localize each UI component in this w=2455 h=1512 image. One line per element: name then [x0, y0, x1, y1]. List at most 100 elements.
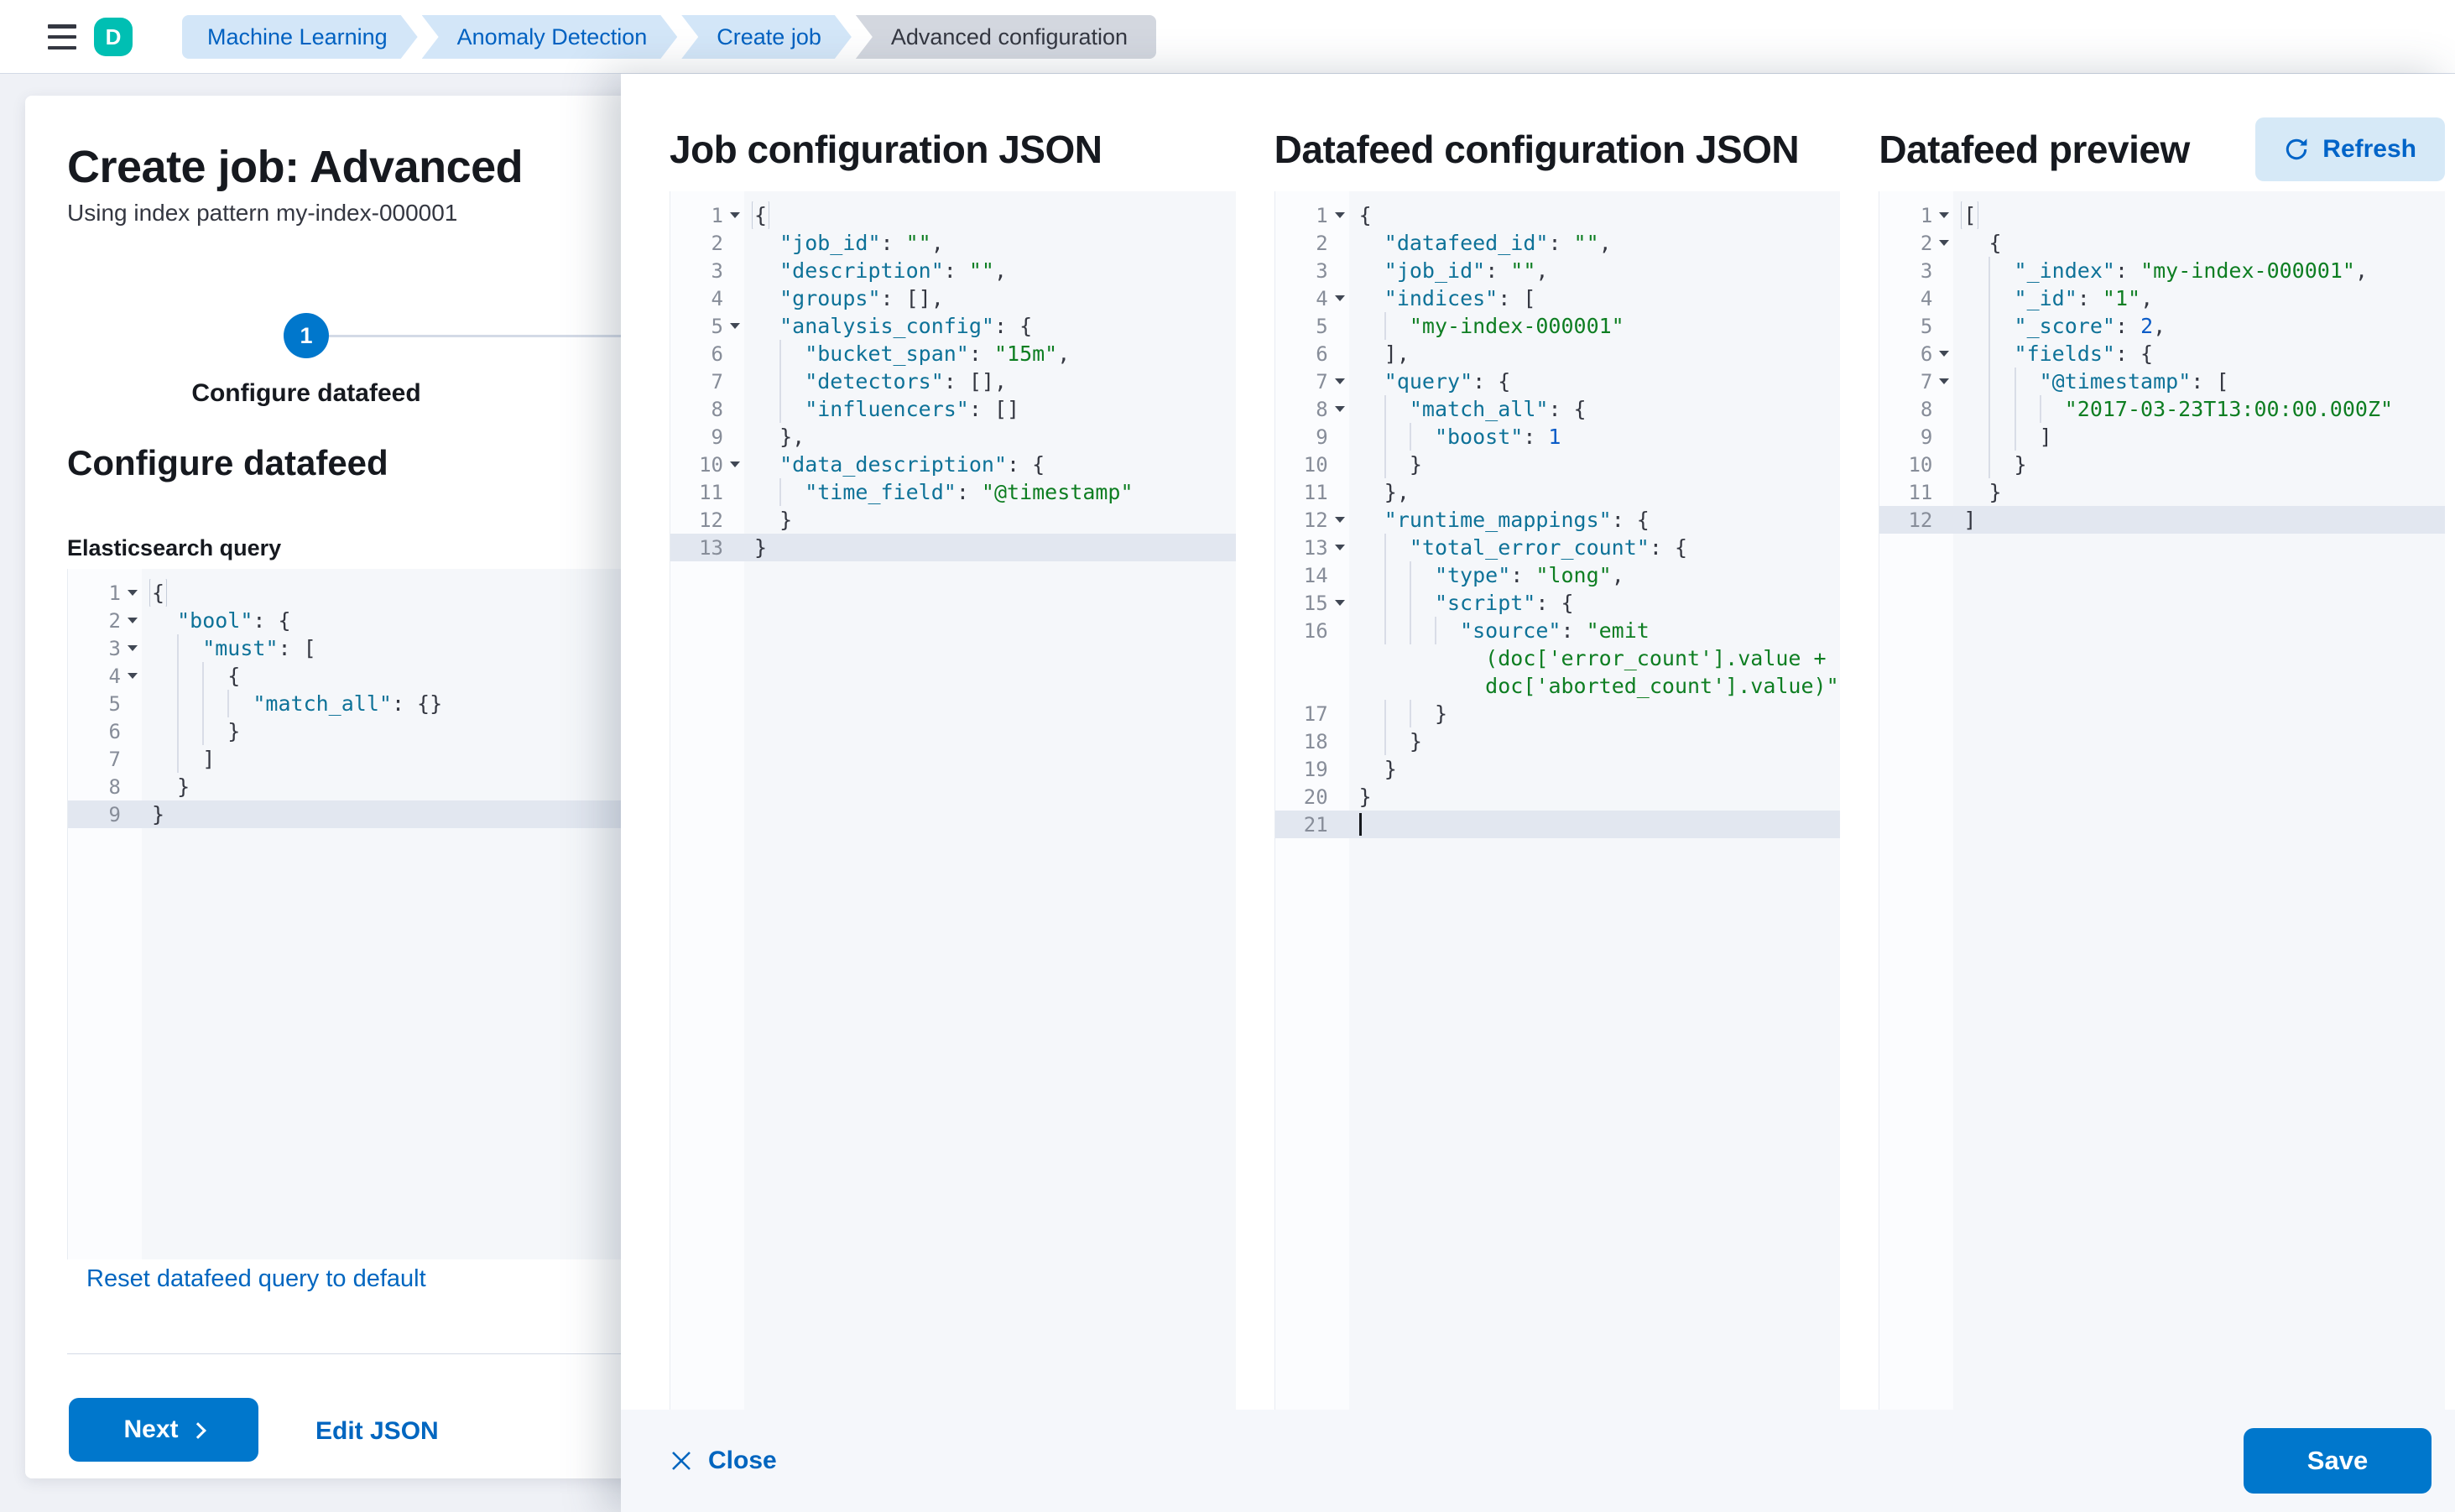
code-line[interactable]: 20}: [1275, 783, 1841, 811]
reset-datafeed-query-link[interactable]: Reset datafeed query to default: [86, 1265, 426, 1292]
fold-toggle-icon[interactable]: [1331, 589, 1349, 617]
code-line[interactable]: 8"2017-03-23T13:00:00.000Z": [1879, 395, 2446, 423]
code-line[interactable]: 9}: [68, 800, 646, 828]
breadcrumb-item[interactable]: Machine Learning: [182, 15, 418, 59]
code-line[interactable]: 7"detectors": [],: [670, 368, 1236, 395]
code-line[interactable]: 5"my-index-000001": [1275, 312, 1841, 340]
fold-toggle-icon[interactable]: [726, 201, 744, 229]
code-line[interactable]: 17}: [1275, 700, 1841, 727]
code-line[interactable]: 9"boost": 1: [1275, 423, 1841, 451]
breadcrumb-item[interactable]: Create job: [681, 15, 852, 59]
edit-json-link[interactable]: Edit JSON: [315, 1417, 439, 1445]
code-line[interactable]: 6],: [1275, 340, 1841, 368]
code-line[interactable]: 6"bucket_span": "15m",: [670, 340, 1236, 368]
code-line[interactable]: 4"indices": [: [1275, 284, 1841, 312]
fold-toggle-icon[interactable]: [1331, 506, 1349, 534]
code-line[interactable]: 7"@timestamp": [: [1879, 368, 2446, 395]
elasticsearch-query-editor[interactable]: 1{2"bool": {3"must": [4{5"match_all": {}…: [67, 569, 646, 1259]
fold-toggle-icon[interactable]: [123, 662, 142, 690]
code-line[interactable]: 6"fields": {: [1879, 340, 2446, 368]
line-number: 14: [1303, 563, 1328, 587]
code-line[interactable]: 2"datafeed_id": "",: [1275, 229, 1841, 257]
close-button[interactable]: Close: [670, 1447, 777, 1475]
code-line[interactable]: doc['aborted_count'].value)": [1275, 672, 1841, 700]
code-line[interactable]: 8}: [68, 773, 646, 800]
code-line[interactable]: (doc['error_count'].value +: [1275, 644, 1841, 672]
fold-toggle-icon[interactable]: [726, 451, 744, 478]
code-line[interactable]: 1[: [1879, 201, 2446, 229]
fold-toggle-icon[interactable]: [123, 579, 142, 607]
datafeed-config-json-editor[interactable]: 1{2"datafeed_id": "",3"job_id": "",4"ind…: [1274, 191, 1841, 1410]
code-line[interactable]: 11"time_field": "@timestamp": [670, 478, 1236, 506]
line-number: 1: [1316, 203, 1328, 227]
fold-toggle-icon[interactable]: [123, 607, 142, 634]
code-line[interactable]: 12]: [1879, 506, 2446, 534]
code-line[interactable]: 18}: [1275, 727, 1841, 755]
code-line[interactable]: 11},: [1275, 478, 1841, 506]
fold-toggle-icon[interactable]: [1331, 395, 1349, 423]
code-line[interactable]: 3"_index": "my-index-000001",: [1879, 257, 2446, 284]
code-line[interactable]: 9},: [670, 423, 1236, 451]
fold-toggle-icon[interactable]: [1331, 368, 1349, 395]
code-line[interactable]: 1{: [1275, 201, 1841, 229]
code-line[interactable]: 8"influencers": []: [670, 395, 1236, 423]
datafeed-preview-editor[interactable]: 1[2{3"_index": "my-index-000001",4"_id":…: [1879, 191, 2446, 1410]
code-line[interactable]: 21: [1274, 811, 1841, 838]
refresh-icon: [2286, 138, 2307, 160]
code-line[interactable]: 2{: [1879, 229, 2446, 257]
code-line[interactable]: 10}: [1275, 451, 1841, 478]
fold-toggle-icon[interactable]: [1331, 201, 1349, 229]
line-number: 9: [1920, 425, 1933, 449]
line-number: 8: [1920, 397, 1933, 421]
code-line[interactable]: 3"job_id": "",: [1275, 257, 1841, 284]
code-line[interactable]: 5"match_all": {}: [68, 690, 646, 717]
fold-toggle-icon[interactable]: [726, 312, 744, 340]
menu-icon[interactable]: [48, 24, 76, 50]
breadcrumb-item[interactable]: Anomaly Detection: [422, 15, 678, 59]
step-indicator[interactable]: 1: [284, 313, 329, 358]
code-line[interactable]: 7"query": {: [1275, 368, 1841, 395]
code-line[interactable]: 4{: [68, 662, 646, 690]
code-line[interactable]: 14"type": "long",: [1275, 561, 1841, 589]
code-line[interactable]: 13}: [670, 534, 1236, 561]
code-line[interactable]: 3"must": [: [68, 634, 646, 662]
code-line[interactable]: 4"groups": [],: [670, 284, 1236, 312]
code-line[interactable]: 13"total_error_count": {: [1275, 534, 1841, 561]
code-line[interactable]: 8"match_all": {: [1275, 395, 1841, 423]
code-line[interactable]: 9]: [1879, 423, 2446, 451]
datafeed-config-panel: Datafeed configuration JSON 1{2"datafeed…: [1274, 117, 1841, 1410]
refresh-button[interactable]: Refresh: [2255, 117, 2446, 181]
fold-toggle-icon[interactable]: [1935, 229, 1953, 257]
line-number: 11: [699, 480, 723, 504]
code-line[interactable]: 2"bool": {: [68, 607, 646, 634]
code-line[interactable]: 12"runtime_mappings": {: [1275, 506, 1841, 534]
code-line[interactable]: 10"data_description": {: [670, 451, 1236, 478]
code-line[interactable]: 12}: [670, 506, 1236, 534]
code-line[interactable]: 11}: [1879, 478, 2446, 506]
fold-toggle-icon[interactable]: [123, 634, 142, 662]
code-line[interactable]: 6}: [68, 717, 646, 745]
code-line[interactable]: 4"_id": "1",: [1879, 284, 2446, 312]
job-config-json-editor[interactable]: 1{2"job_id": "",3"description": "",4"gro…: [670, 191, 1236, 1410]
code-line[interactable]: 3"description": "",: [670, 257, 1236, 284]
line-number: 21: [1303, 812, 1328, 837]
avatar[interactable]: D: [94, 18, 133, 56]
code-line[interactable]: 15"script": {: [1275, 589, 1841, 617]
fold-toggle-icon[interactable]: [1935, 368, 1953, 395]
code-line[interactable]: 19}: [1275, 755, 1841, 783]
fold-toggle-icon[interactable]: [1331, 284, 1349, 312]
code-line[interactable]: 10}: [1879, 451, 2446, 478]
line-number: 2: [1316, 231, 1328, 255]
code-line[interactable]: 1{: [670, 201, 1236, 229]
fold-toggle-icon[interactable]: [1935, 201, 1953, 229]
next-button[interactable]: Next: [69, 1398, 258, 1462]
code-line[interactable]: 16"source": "emit: [1275, 617, 1841, 644]
code-line[interactable]: 5"analysis_config": {: [670, 312, 1236, 340]
fold-toggle-icon[interactable]: [1331, 534, 1349, 561]
code-line[interactable]: 5"_score": 2,: [1879, 312, 2446, 340]
code-line[interactable]: 7]: [68, 745, 646, 773]
save-button[interactable]: Save: [2244, 1428, 2432, 1494]
code-line[interactable]: 1{: [68, 579, 646, 607]
code-line[interactable]: 2"job_id": "",: [670, 229, 1236, 257]
fold-toggle-icon[interactable]: [1935, 340, 1953, 368]
